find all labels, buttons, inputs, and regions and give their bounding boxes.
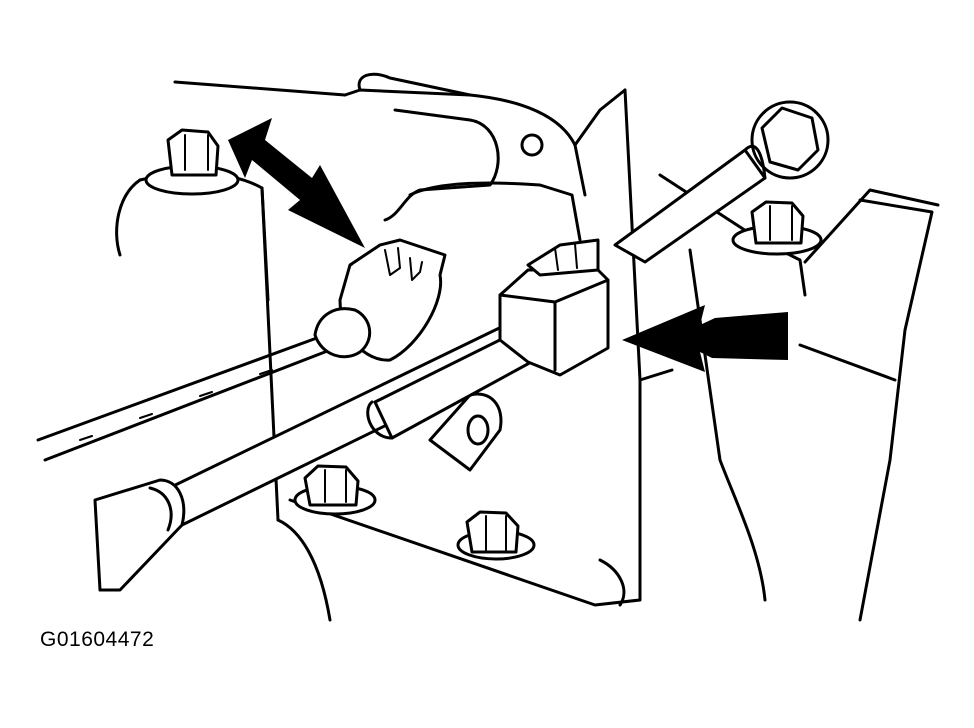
shift-cable-bracket [288,72,674,607]
shift-lever-rod [613,100,830,264]
bolt-lower-right [456,510,536,561]
inner-cable [36,333,332,462]
figure-id-label: G01604472 [40,628,155,651]
bolt-upper-right [731,200,823,256]
callout-arrow-upper-left [228,118,365,248]
cable-end-retainer [313,238,447,362]
bolt-upper-left [144,128,240,196]
cable-bracket-clip [498,238,610,377]
callout-arrow-right [622,305,788,372]
bolt-lower-left [293,464,377,516]
